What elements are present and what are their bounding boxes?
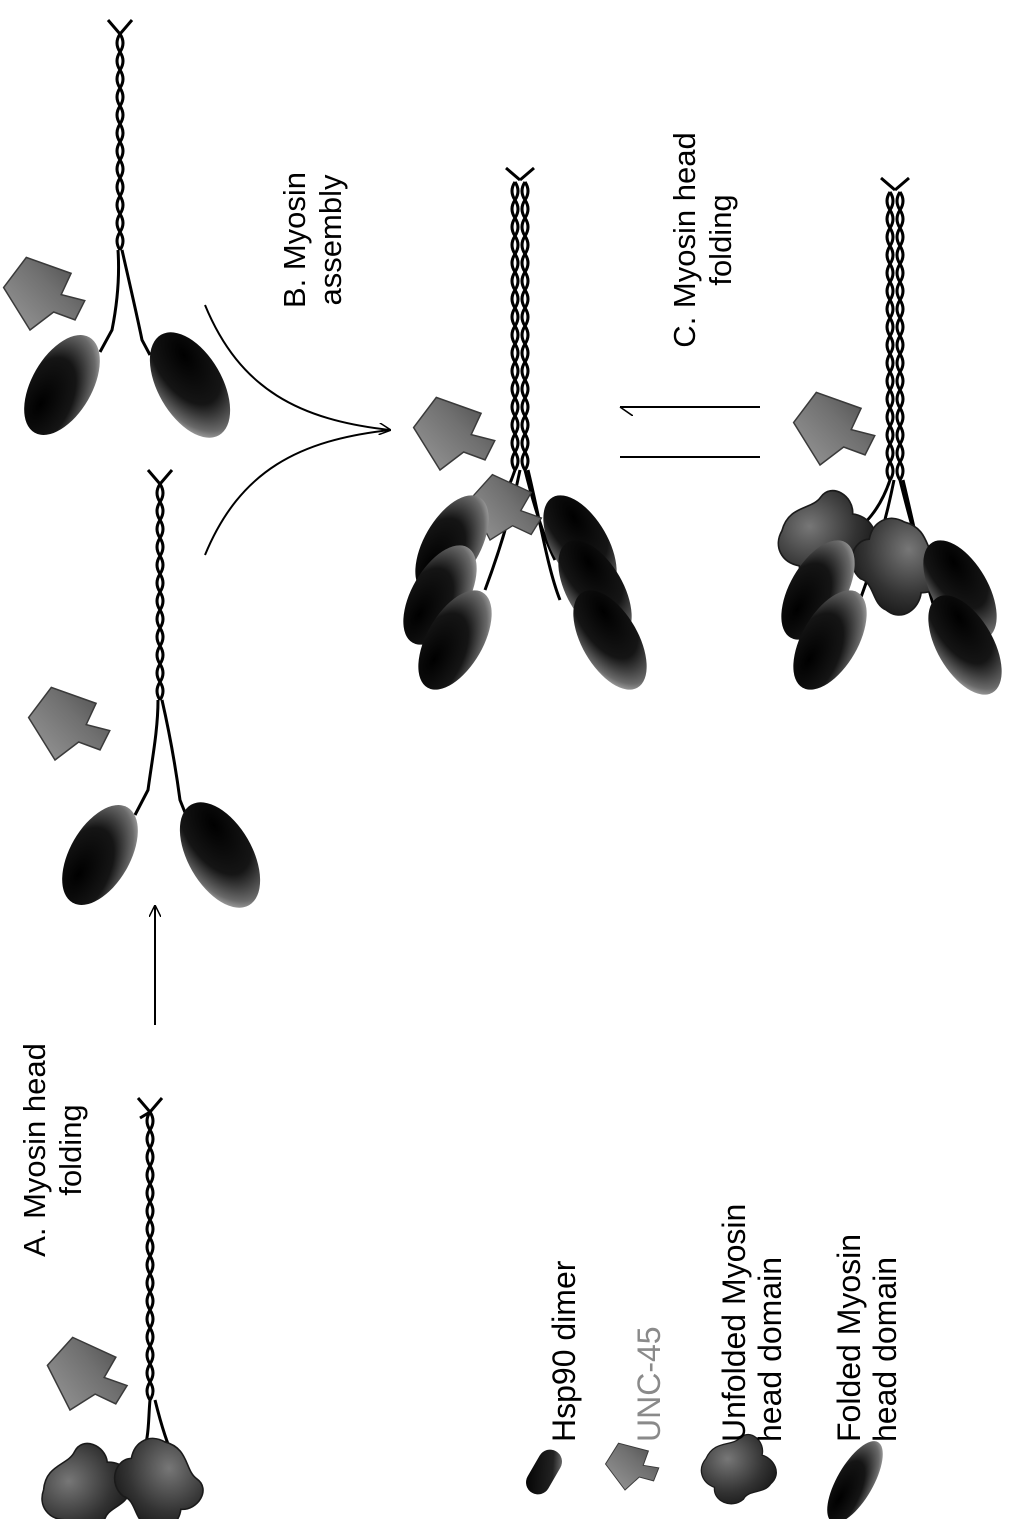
svg-text:folding: folding (703, 194, 738, 285)
unfolded-head-icon (109, 1431, 209, 1519)
svg-text:Folded Myosin: Folded Myosin (831, 1234, 867, 1442)
coiled-coil-bundle (881, 178, 909, 480)
coiled-coil-bundle (506, 168, 534, 470)
legend-item-unc45: UNC-45 (606, 1326, 668, 1490)
folded-head-icon (133, 319, 246, 451)
step-c-label: C. Myosin head folding (667, 132, 738, 347)
coiled-coil-tail (148, 470, 172, 700)
svg-text:head domain: head domain (867, 1257, 903, 1442)
unc45-icon (0, 256, 88, 335)
svg-text:assembly: assembly (313, 174, 348, 305)
legend-item-hsp90: Hsp90 dimer (522, 1260, 582, 1499)
legend-item-folded: Folded Myosin head domain (816, 1234, 903, 1519)
folded-head-icon (816, 1433, 893, 1519)
step-a-label: A. Myosin head folding (17, 1043, 88, 1257)
legend-item-unfolded: Unfolded Myosin head domain (701, 1204, 788, 1504)
step-b-label: B. Myosin assembly (277, 172, 348, 308)
svg-text:B. Myosin: B. Myosin (277, 172, 312, 308)
svg-text:A. Myosin head: A. Myosin head (17, 1043, 52, 1257)
coiled-coil-tail (108, 20, 132, 250)
unc45-icon (40, 1334, 133, 1419)
svg-text:Hsp90 dimer: Hsp90 dimer (546, 1260, 582, 1442)
hsp90-dimer-icon (522, 1445, 567, 1499)
myosin-folded-with-unc45-top (0, 20, 247, 451)
myosin-assembly-mixed (766, 178, 1016, 707)
svg-text:UNC-45: UNC-45 (631, 1326, 667, 1442)
legend: Hsp90 dimer UNC-45 Unfolded Myosin head … (522, 1204, 903, 1519)
svg-text:C. Myosin head: C. Myosin head (667, 132, 702, 347)
coiled-coil-tail (138, 1098, 162, 1400)
unc45-icon (606, 1443, 659, 1490)
unfolded-head-icon (701, 1435, 776, 1504)
svg-text:folding: folding (53, 1104, 88, 1195)
unc45-icon (790, 391, 878, 470)
svg-text:Unfolded Myosin: Unfolded Myosin (716, 1204, 752, 1442)
folded-head-icon (163, 789, 276, 921)
myosin-assembly-folded (388, 168, 661, 702)
step-b-arrow-bottom (205, 430, 390, 555)
folded-head-icon (9, 322, 116, 447)
svg-text:head domain: head domain (752, 1257, 788, 1442)
unc45-icon (25, 686, 113, 765)
myosin-folded-with-unc45 (25, 470, 277, 921)
step-b-arrow-top (205, 305, 390, 430)
unc45-icon (410, 396, 498, 475)
